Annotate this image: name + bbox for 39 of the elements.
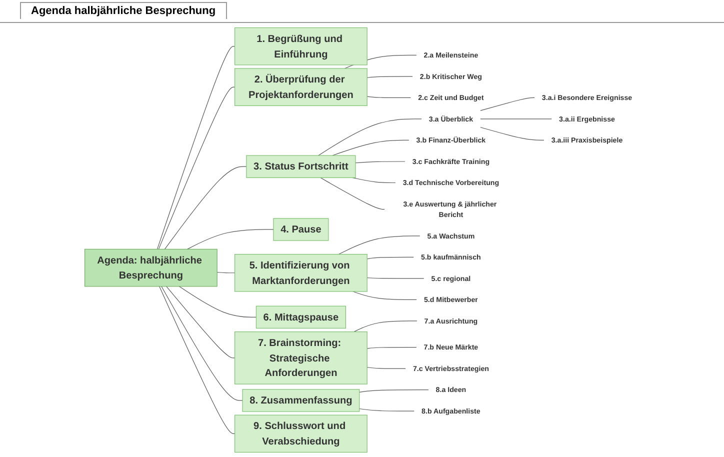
tab-title: Agenda halbjährliche Besprechung xyxy=(20,2,227,19)
connector xyxy=(355,161,406,164)
node-box: Agenda: halbjährliche Besprechung xyxy=(84,248,218,287)
node-box: 2. Überprüfung der Projektanforderungen xyxy=(234,68,368,106)
connector xyxy=(166,286,236,358)
connector xyxy=(480,97,536,111)
connector xyxy=(187,229,274,250)
node-box: 7. Brainstorming: Strategische Anforderungen xyxy=(234,332,368,384)
connector xyxy=(161,286,243,401)
connector xyxy=(366,96,412,98)
connector xyxy=(366,347,417,349)
node-box: 4. Pause xyxy=(273,218,329,241)
connector xyxy=(156,46,236,250)
connector xyxy=(480,118,552,120)
connector xyxy=(359,390,429,392)
connector xyxy=(216,272,236,274)
connector xyxy=(320,177,386,210)
node-box: 1. Begrüßung und Einführung xyxy=(234,27,368,66)
connector xyxy=(359,408,415,412)
connector xyxy=(366,256,414,260)
node-box: 3. Status Fortschritt xyxy=(246,155,356,178)
connector xyxy=(354,320,418,332)
node-box: 8. Zusammenfassung xyxy=(242,389,360,412)
connector xyxy=(366,76,414,78)
node-box: 9. Schlusswort und Verabschiedung xyxy=(234,414,368,453)
connector xyxy=(159,286,236,434)
connector xyxy=(178,286,256,318)
connector xyxy=(318,118,422,156)
connector xyxy=(352,291,418,300)
node-box: 5. Identifizierung von Marktanforderungen xyxy=(234,254,368,292)
connector xyxy=(158,86,236,250)
connector xyxy=(366,277,424,279)
connector xyxy=(480,126,545,141)
connector xyxy=(332,140,410,156)
node-box: 6. Mittagspause xyxy=(256,306,346,329)
connector xyxy=(352,177,396,184)
connector xyxy=(164,166,247,250)
connector xyxy=(338,236,420,255)
connector xyxy=(366,367,406,369)
